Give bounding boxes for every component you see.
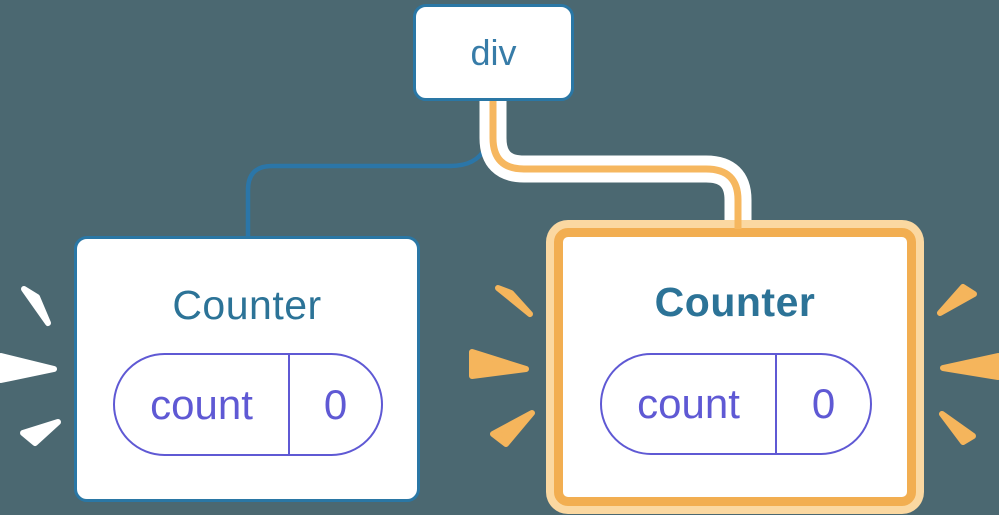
state-key: count xyxy=(150,380,253,428)
connector-left-edge xyxy=(245,99,496,240)
connector-right-edge-casing xyxy=(479,100,752,221)
state-key: count xyxy=(637,380,740,427)
pill-divider xyxy=(775,355,777,453)
connector-right-edge xyxy=(489,100,742,231)
counter-node-left: Counter count 0 xyxy=(74,236,420,502)
state-value: 0 xyxy=(323,380,348,428)
pill-divider xyxy=(288,355,290,454)
counter-title: Counter xyxy=(654,279,816,325)
state-pill: count 0 xyxy=(113,353,383,456)
counter-title: Counter xyxy=(172,282,322,328)
counter-node-right-highlighted: Counter count 0 xyxy=(546,220,924,514)
state-value: 0 xyxy=(811,380,836,427)
root-node-label: div xyxy=(470,31,517,73)
state-pill: count 0 xyxy=(600,353,872,455)
root-node-div: div xyxy=(413,4,574,101)
